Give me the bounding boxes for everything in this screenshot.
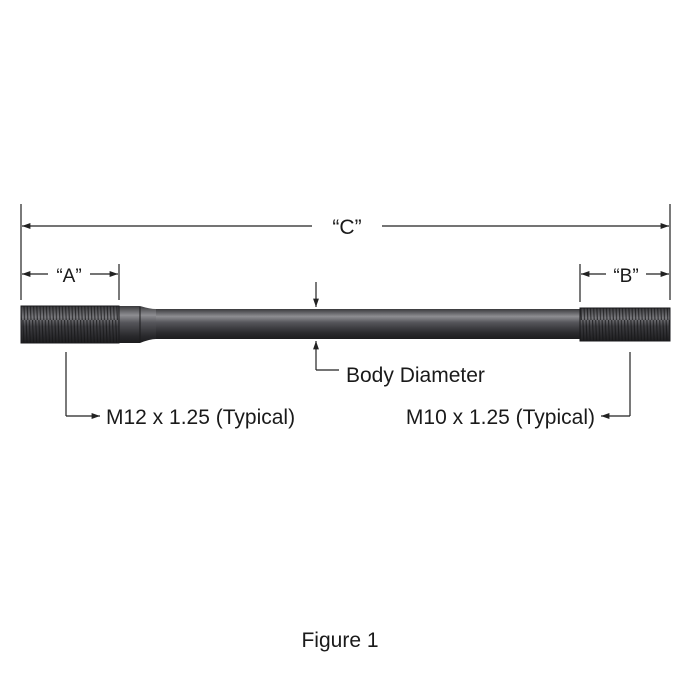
stud-body-shaft — [150, 309, 582, 339]
dimension-b: “B” — [579, 264, 669, 302]
figure-caption: Figure 1 — [301, 629, 378, 652]
right-thread-outline — [579, 307, 671, 342]
left-thread-callout: M12 x 1.25 (Typical) — [65, 352, 295, 429]
dimension-c-label: “C” — [332, 216, 361, 239]
stud-bolt — [20, 305, 671, 344]
dimension-a-label: “A” — [56, 266, 81, 287]
dimension-b-label: “B” — [613, 266, 638, 287]
body-diameter-label: Body Diameter — [346, 364, 485, 387]
right-thread-callout: M10 x 1.25 (Typical) — [406, 352, 631, 429]
dimension-a: “A” — [22, 264, 120, 300]
body-diameter-callout: Body Diameter — [313, 282, 485, 387]
left-thread-spec-label: M12 x 1.25 (Typical) — [106, 406, 295, 429]
right-thread-spec-label: M10 x 1.25 (Typical) — [406, 406, 595, 429]
dimension-c: “C” — [20, 204, 671, 300]
stud-left-shoulder — [118, 306, 156, 343]
right-thread-texture — [580, 308, 670, 341]
left-thread-outline — [20, 305, 120, 344]
left-thread-texture — [21, 306, 119, 343]
